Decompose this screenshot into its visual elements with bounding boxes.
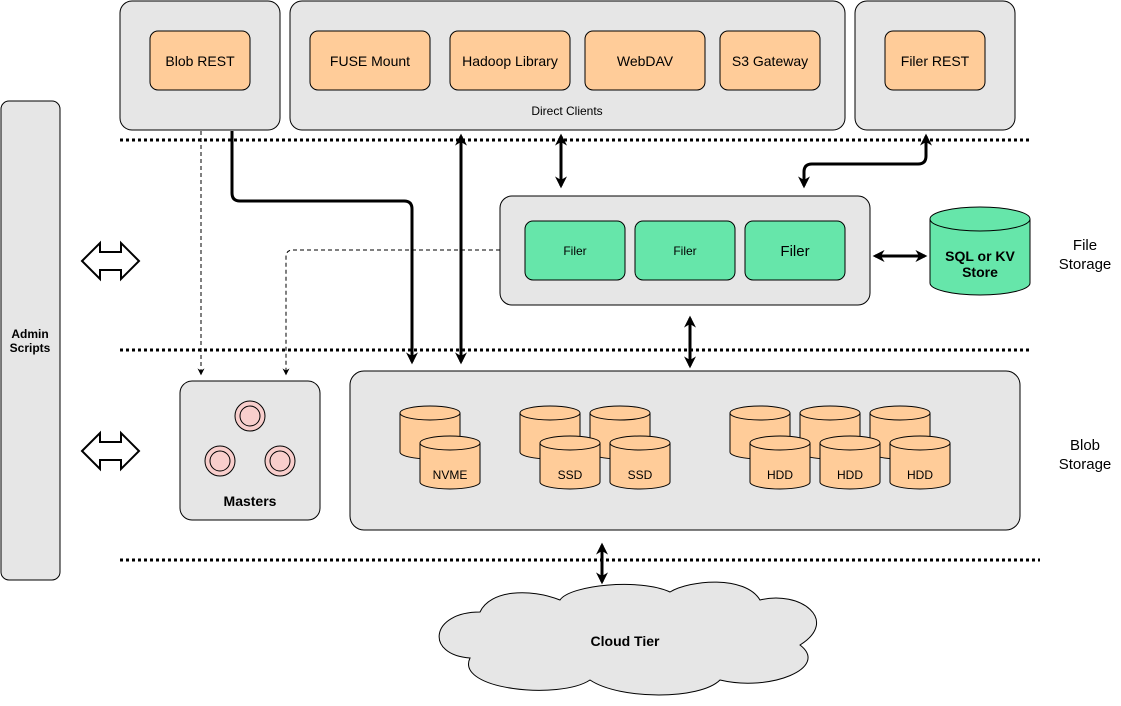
webdav-label: WebDAV: [617, 53, 674, 69]
hdd-label-2: HDD: [837, 468, 863, 482]
ssd-label-2: SSD: [628, 468, 653, 482]
admin-scripts-label-1: Admin: [11, 327, 48, 341]
blob-rest-to-blob-connector: [230, 131, 418, 365]
blob-storage-label-1: Blob: [1070, 437, 1100, 454]
filer-label-3: Filer: [780, 243, 809, 260]
blob-rest-label: Blob REST: [165, 53, 235, 69]
filer-rest-to-filer-connector: [798, 133, 932, 189]
masters-label: Masters: [224, 493, 277, 509]
file-storage-label-1: File: [1073, 237, 1097, 254]
fuse-mount-label: FUSE Mount: [330, 53, 410, 69]
s3-gateway-box[interactable]: [719, 30, 821, 91]
store-label-1: SQL or KV: [945, 248, 1015, 264]
admin-scripts-label-2: Scripts: [10, 341, 51, 355]
filer-box-3[interactable]: [744, 220, 846, 281]
cloud-tier-icon: [438, 581, 817, 696]
store-label-2: Store: [962, 264, 998, 280]
admin-scripts-panel: [0, 100, 61, 581]
master-node-icon: [234, 400, 266, 432]
sql-kv-store-icon[interactable]: [929, 206, 1031, 296]
fuse-mount-box[interactable]: [309, 30, 431, 91]
blob-rest-box[interactable]: [149, 30, 251, 91]
filer-label-2: Filer: [673, 244, 696, 258]
masters-group: [179, 380, 321, 521]
filer-to-masters-dashed: [282, 249, 500, 376]
hdd-label-1: HDD: [767, 468, 793, 482]
master-node-icon: [264, 445, 296, 477]
hdd-label-3: HDD: [907, 468, 933, 482]
master-node-icon: [204, 445, 236, 477]
hadoop-library-label: Hadoop Library: [462, 53, 558, 69]
filer-rest-label: Filer REST: [901, 53, 970, 69]
admin-blob-double-arrow-icon: [80, 430, 141, 472]
admin-file-double-arrow-icon: [80, 240, 141, 282]
file-storage-label-2: Storage: [1059, 256, 1112, 273]
hadoop-library-box[interactable]: [449, 30, 571, 91]
s3-gateway-label: S3 Gateway: [732, 53, 808, 69]
direct-clients-label: Direct Clients: [531, 104, 602, 118]
filer-rest-box[interactable]: [884, 30, 986, 91]
nvme-label: NVME: [433, 468, 468, 482]
filer-box-1[interactable]: [524, 220, 626, 281]
ssd-label-1: SSD: [558, 468, 583, 482]
webdav-box[interactable]: [584, 30, 706, 91]
filer-box-2[interactable]: [634, 220, 736, 281]
blob-storage-label-2: Storage: [1059, 456, 1112, 473]
cloud-tier-label: Cloud Tier: [591, 633, 661, 649]
filer-label-1: Filer: [563, 244, 586, 258]
